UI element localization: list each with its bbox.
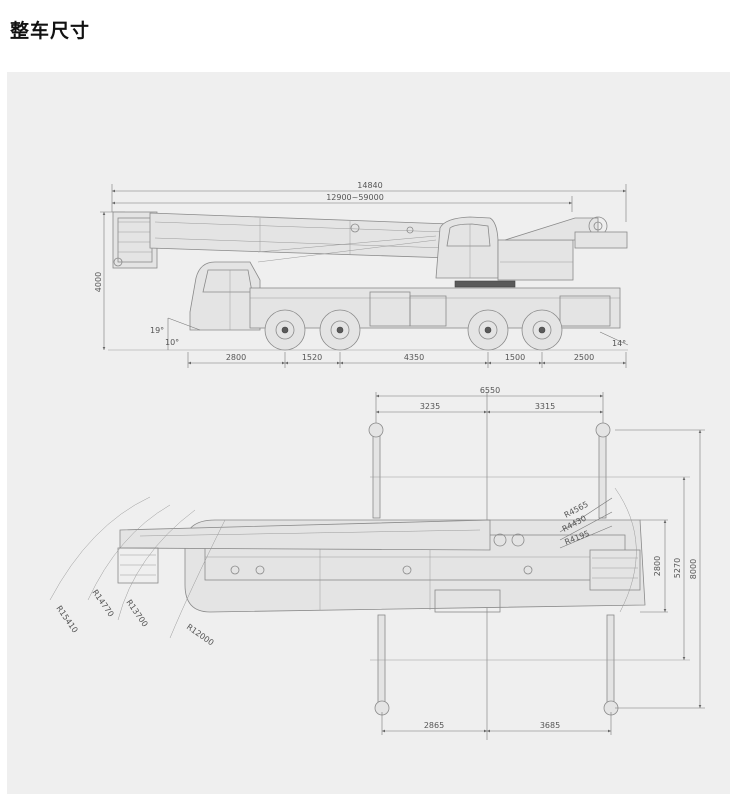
dim-label-r14770: R14770 — [90, 588, 115, 619]
dim-axle-spacing: 2800 1520 4350 1500 2500 — [187, 352, 627, 368]
approach-angle: 19° 10° — [150, 317, 201, 350]
dim-width-right: 2800 5270 8000 — [615, 429, 705, 709]
dim-label-19deg: 19° — [150, 326, 164, 335]
top-view: 6550 3235 3315 — [49, 386, 705, 740]
dim-label-1520: 1520 — [302, 353, 322, 362]
dim-label-3315: 3315 — [535, 402, 555, 411]
dim-label-14deg: 14° — [612, 339, 626, 348]
dim-label-r13700: R13700 — [124, 598, 149, 629]
dim-label-r15410: R15410 — [54, 604, 79, 635]
dim-label-2500: 2500 — [574, 353, 594, 362]
dim-label-4350: 4350 — [404, 353, 424, 362]
dim-label-2800: 2800 — [226, 353, 246, 362]
dim-label-3685: 3685 — [540, 721, 560, 730]
dim-outrigger-bottom: 2865 3685 — [381, 712, 612, 735]
dim-label-10deg: 10° — [165, 338, 179, 347]
dim-label-14840: 14840 — [357, 181, 382, 190]
wheels — [264, 309, 563, 351]
dim-label-8000: 8000 — [689, 559, 698, 579]
dim-boom-length: 12900~59000 — [112, 193, 573, 212]
boom-top — [117, 519, 491, 584]
dim-label-5270: 5270 — [673, 558, 682, 578]
crane-cab — [435, 216, 499, 279]
chassis — [249, 287, 621, 329]
outriggers — [368, 422, 690, 716]
dim-label-boom: 12900~59000 — [326, 193, 384, 202]
carrier-cab — [189, 261, 261, 331]
dim-label-1500: 1500 — [505, 353, 525, 362]
departure-angle: 14° — [599, 331, 629, 348]
tail-swing-radii: R4565 R4430 R4195 — [559, 487, 637, 613]
dim-label-6550: 6550 — [480, 386, 500, 395]
dim-label-3235: 3235 — [420, 402, 440, 411]
page-title: 整车尺寸 — [10, 20, 91, 42]
boom — [149, 212, 451, 259]
turntable — [454, 216, 628, 288]
dim-label-2800-width: 2800 — [653, 556, 662, 576]
side-view: 14840 12900~59000 4000 — [94, 181, 629, 368]
dim-overall-length: 14840 — [111, 181, 627, 222]
dim-label-2865: 2865 — [424, 721, 444, 730]
dim-label-r12000: R12000 — [185, 622, 216, 647]
dim-label-4000: 4000 — [94, 272, 103, 292]
